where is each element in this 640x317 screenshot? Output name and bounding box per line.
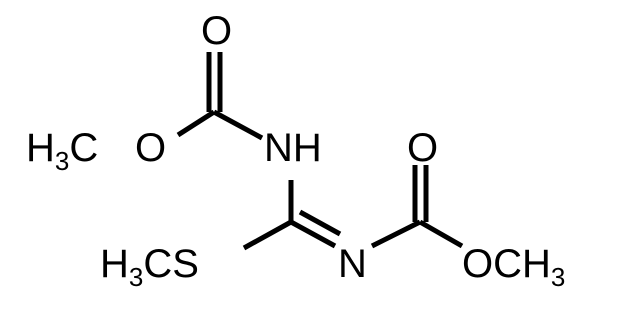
atom-n: N <box>338 242 367 286</box>
bond-c-o-left <box>176 109 216 138</box>
atom-methylthio: H3CS <box>100 242 199 290</box>
atom-methyl-left-subscript: 3 <box>54 146 70 176</box>
bond-c-och3 <box>418 219 464 249</box>
atom-o-right-top: O <box>407 126 439 170</box>
atom-methoxy-right-och: OCH <box>462 242 551 286</box>
atom-methylthio-cs: CS <box>143 242 199 286</box>
atom-methyl-left-c: C <box>69 126 99 170</box>
atom-methyl-left: H3C <box>26 126 99 174</box>
atom-methylthio-h: H <box>100 242 129 286</box>
atom-methoxy-right-subscript: 3 <box>550 262 566 292</box>
bond-c-nh <box>212 109 264 141</box>
atom-methoxy-right: OCH3 <box>462 242 565 290</box>
bond-n-c-right <box>370 219 422 249</box>
atom-nh: NH <box>264 126 322 170</box>
atom-methylthio-subscript: 3 <box>128 262 144 292</box>
atom-o-left: O <box>135 126 167 170</box>
atom-o-top: O <box>201 9 233 53</box>
bond-cn-double-a <box>289 219 337 249</box>
atom-methyl-left-h: H <box>26 126 55 170</box>
bond-c-s <box>242 219 293 251</box>
bond-cn-double-b <box>298 209 342 237</box>
